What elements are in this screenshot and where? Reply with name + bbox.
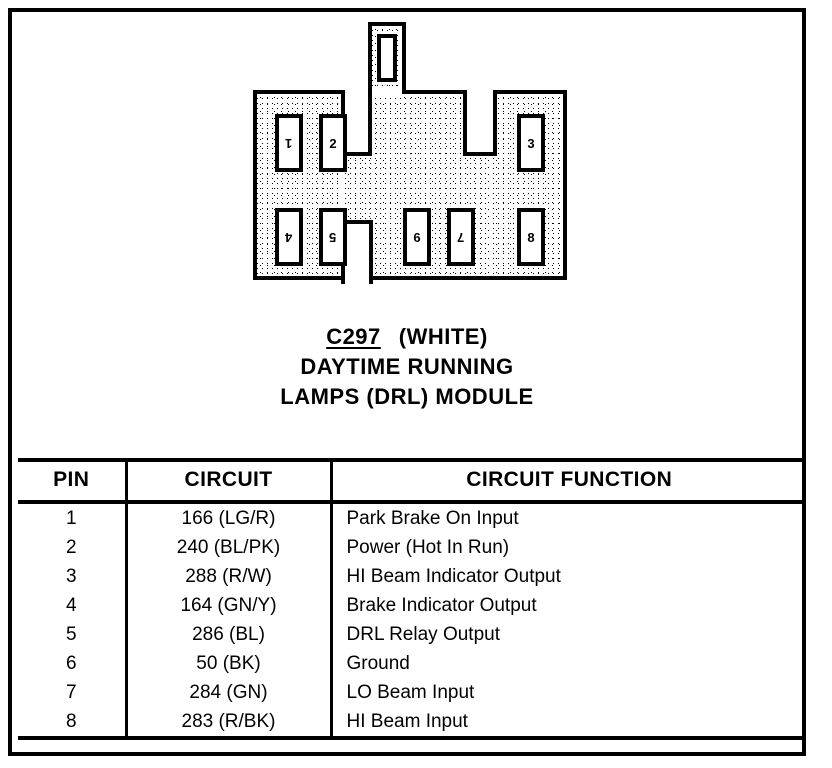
cell-circuit-function: Ground	[346, 653, 410, 674]
cell-pin-number: 6	[18, 649, 128, 678]
cell-pin-number: 7	[18, 678, 128, 707]
cell-pin-number: 1	[18, 502, 128, 533]
cell-circuit-code: 283 (R/BK)	[126, 707, 333, 740]
connector-diagram: 1 2 3 4 5 6 7 8	[245, 18, 575, 293]
pin-cavity-2[interactable]: 2	[319, 114, 347, 172]
notch-upper-left-void	[345, 90, 368, 152]
cell-circuit-code: 164 (GN/Y)	[126, 591, 333, 620]
cell-circuit-function: LO Beam Input	[346, 682, 475, 703]
pin-cavity-3[interactable]: 3	[517, 114, 545, 172]
cell-circuit-code: 240 (BL/PK)	[126, 533, 333, 562]
cell-circuit-code: 166 (LG/R)	[126, 502, 333, 533]
cell-circuit-code: 286 (BL)	[126, 620, 333, 649]
header-function: CIRCUIT FUNCTION	[331, 458, 806, 504]
cell-circuit-function: HI Beam Indicator Output	[346, 566, 561, 587]
cell-pin-number: 3	[18, 562, 128, 591]
cell-circuit-code: 288 (R/W)	[126, 562, 333, 591]
notch-upper-right-void	[467, 90, 493, 152]
cell-pin-number: 4	[18, 591, 128, 620]
pin-cavity-6[interactable]: 6	[403, 208, 431, 266]
notch-lower-void	[345, 224, 369, 284]
page-border-frame	[8, 8, 806, 756]
cell-circuit-function: DRL Relay Output	[346, 624, 500, 645]
header-circuit: CIRCUIT	[126, 458, 333, 504]
pin-cavity-label: 2	[329, 135, 337, 151]
table-header-row: PIN CIRCUIT CIRCUIT FUNCTION	[18, 458, 806, 504]
connector-caption: C297 (WHITE) DAYTIME RUNNING LAMPS (DRL) …	[8, 322, 806, 412]
pin-cavity-label: 6	[413, 229, 421, 245]
cell-circuit-function: Park Brake On Input	[346, 508, 519, 529]
header-pin: PIN	[18, 458, 128, 504]
pin-cavity-5[interactable]: 5	[319, 208, 347, 266]
pin-cavity-4[interactable]: 4	[275, 208, 303, 266]
pin-cavity-label: 8	[527, 229, 535, 245]
cell-pin-number: 5	[18, 620, 128, 649]
caption-line-3: LAMPS (DRL) MODULE	[280, 384, 534, 409]
cell-circuit-code: 50 (BK)	[126, 649, 333, 678]
cell-circuit-function: Brake Indicator Output	[346, 595, 537, 616]
caption-line-1: C297 (WHITE)	[8, 322, 806, 352]
caption-line-2: DAYTIME RUNNING	[300, 354, 514, 379]
connector-code: C297	[326, 324, 381, 349]
pin-cavity-1[interactable]: 1	[275, 114, 303, 172]
pin-cavity-8[interactable]: 8	[517, 208, 545, 266]
cell-circuit-code: 284 (GN)	[126, 678, 333, 707]
seam-mask-right	[489, 94, 493, 276]
pin-cavity-label: 5	[329, 229, 337, 245]
pin-cavity-label: 7	[457, 229, 465, 245]
pin-cavity-7[interactable]: 7	[447, 208, 475, 266]
seam-mask-left	[341, 94, 345, 276]
cell-pin-number: 8	[18, 707, 128, 740]
cell-circuit-function: Power (Hot In Run)	[346, 537, 510, 558]
locking-tab-slot	[377, 34, 397, 82]
pin-cavity-label: 4	[285, 229, 293, 245]
seam-mask-tab	[372, 86, 402, 98]
pin-cavity-label: 3	[527, 135, 535, 151]
pin-cavity-label: 1	[285, 135, 293, 151]
cell-pin-number: 2	[18, 533, 128, 562]
connector-color: (WHITE)	[398, 324, 488, 349]
cell-circuit-function: HI Beam Input	[331, 707, 806, 740]
